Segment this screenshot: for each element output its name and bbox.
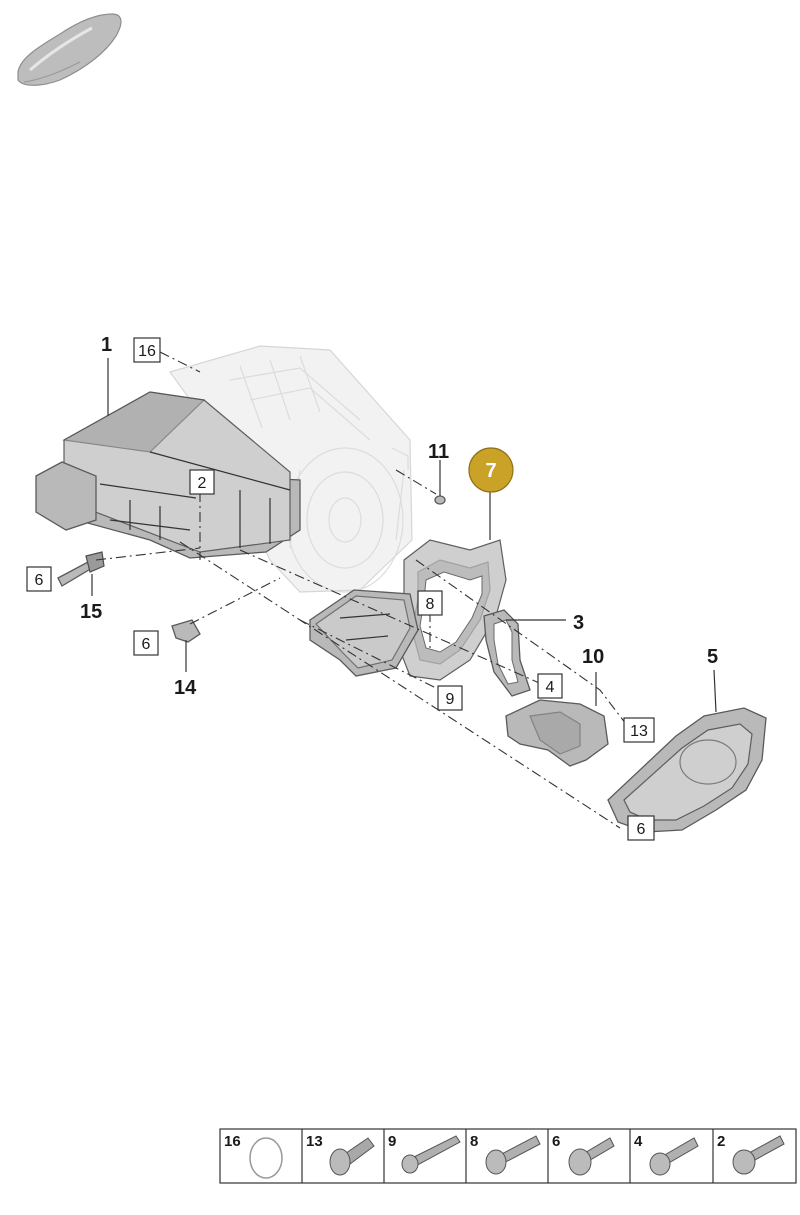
part-screw-15 — [57, 551, 105, 587]
svg-text:4: 4 — [546, 679, 555, 696]
callout-15: 15 — [80, 601, 102, 623]
callout-11: 11 — [428, 441, 449, 463]
legend-cell-16: 16 — [224, 1133, 283, 1179]
part-bracket-9 — [309, 589, 419, 677]
callout-14: 14 — [174, 677, 197, 699]
legend-cell-9: 9 — [388, 1133, 461, 1174]
svg-text:6: 6 — [142, 636, 151, 653]
svg-text:16: 16 — [224, 1133, 241, 1150]
boxed-callout-8: 8 — [417, 590, 443, 616]
fastener-legend: 16 13 9 8 6 — [219, 1128, 797, 1184]
bolt-icon-8 — [485, 1135, 541, 1175]
svg-text:2: 2 — [717, 1133, 725, 1150]
boxed-callout-9: 9 — [437, 685, 463, 711]
boxed-callout-2: 2 — [189, 469, 215, 495]
legend-cell-6: 6 — [552, 1133, 615, 1176]
part-sensor-14 — [171, 619, 201, 643]
legend-cell-13: 13 — [306, 1133, 375, 1176]
legend-cell-4: 4 — [634, 1133, 699, 1176]
bolt-icon-2 — [732, 1135, 785, 1175]
legend-cell-8: 8 — [470, 1133, 541, 1175]
boxed-callout-16: 16 — [133, 337, 161, 363]
callout-10: 10 — [582, 646, 604, 668]
bolt-icon-6 — [568, 1137, 615, 1176]
callout-7: 7 — [485, 460, 496, 482]
part-bracket-10 — [505, 699, 609, 767]
svg-text:8: 8 — [470, 1133, 478, 1150]
callout-1: 1 — [101, 334, 112, 356]
svg-text:9: 9 — [388, 1133, 396, 1150]
boxed-callout-6c: 6 — [627, 815, 655, 841]
svg-text:13: 13 — [306, 1133, 323, 1150]
boxed-callout-4: 4 — [537, 673, 563, 699]
bolt-icon-4 — [649, 1137, 699, 1176]
svg-text:9: 9 — [446, 691, 455, 708]
part-bracket-3 — [483, 609, 531, 697]
callout-3: 3 — [573, 612, 584, 634]
assembly-lines — [95, 351, 627, 829]
car-silhouette-icon — [17, 13, 122, 86]
svg-text:8: 8 — [426, 596, 435, 613]
boxed-callout-13: 13 — [623, 717, 655, 743]
boxed-callout-6b: 6 — [133, 630, 159, 656]
svg-text:16: 16 — [138, 343, 156, 360]
part-inverter-housing — [35, 391, 301, 559]
callout-5: 5 — [707, 646, 718, 668]
o-ring-icon — [249, 1137, 283, 1179]
svg-text:2: 2 — [198, 475, 207, 492]
callout-7-highlight: 7 — [468, 447, 514, 493]
part-screw-11 — [434, 495, 446, 505]
leader-lines — [91, 358, 717, 713]
svg-text:6: 6 — [637, 821, 646, 838]
svg-text:13: 13 — [630, 723, 648, 740]
svg-text:4: 4 — [634, 1133, 643, 1150]
svg-text:6: 6 — [35, 572, 44, 589]
long-bolt-icon — [401, 1135, 461, 1174]
boxed-callout-6a: 6 — [26, 566, 52, 592]
svg-text:6: 6 — [552, 1133, 560, 1150]
flange-bolt-icon — [329, 1137, 375, 1176]
legend-cell-2: 2 — [717, 1133, 785, 1175]
